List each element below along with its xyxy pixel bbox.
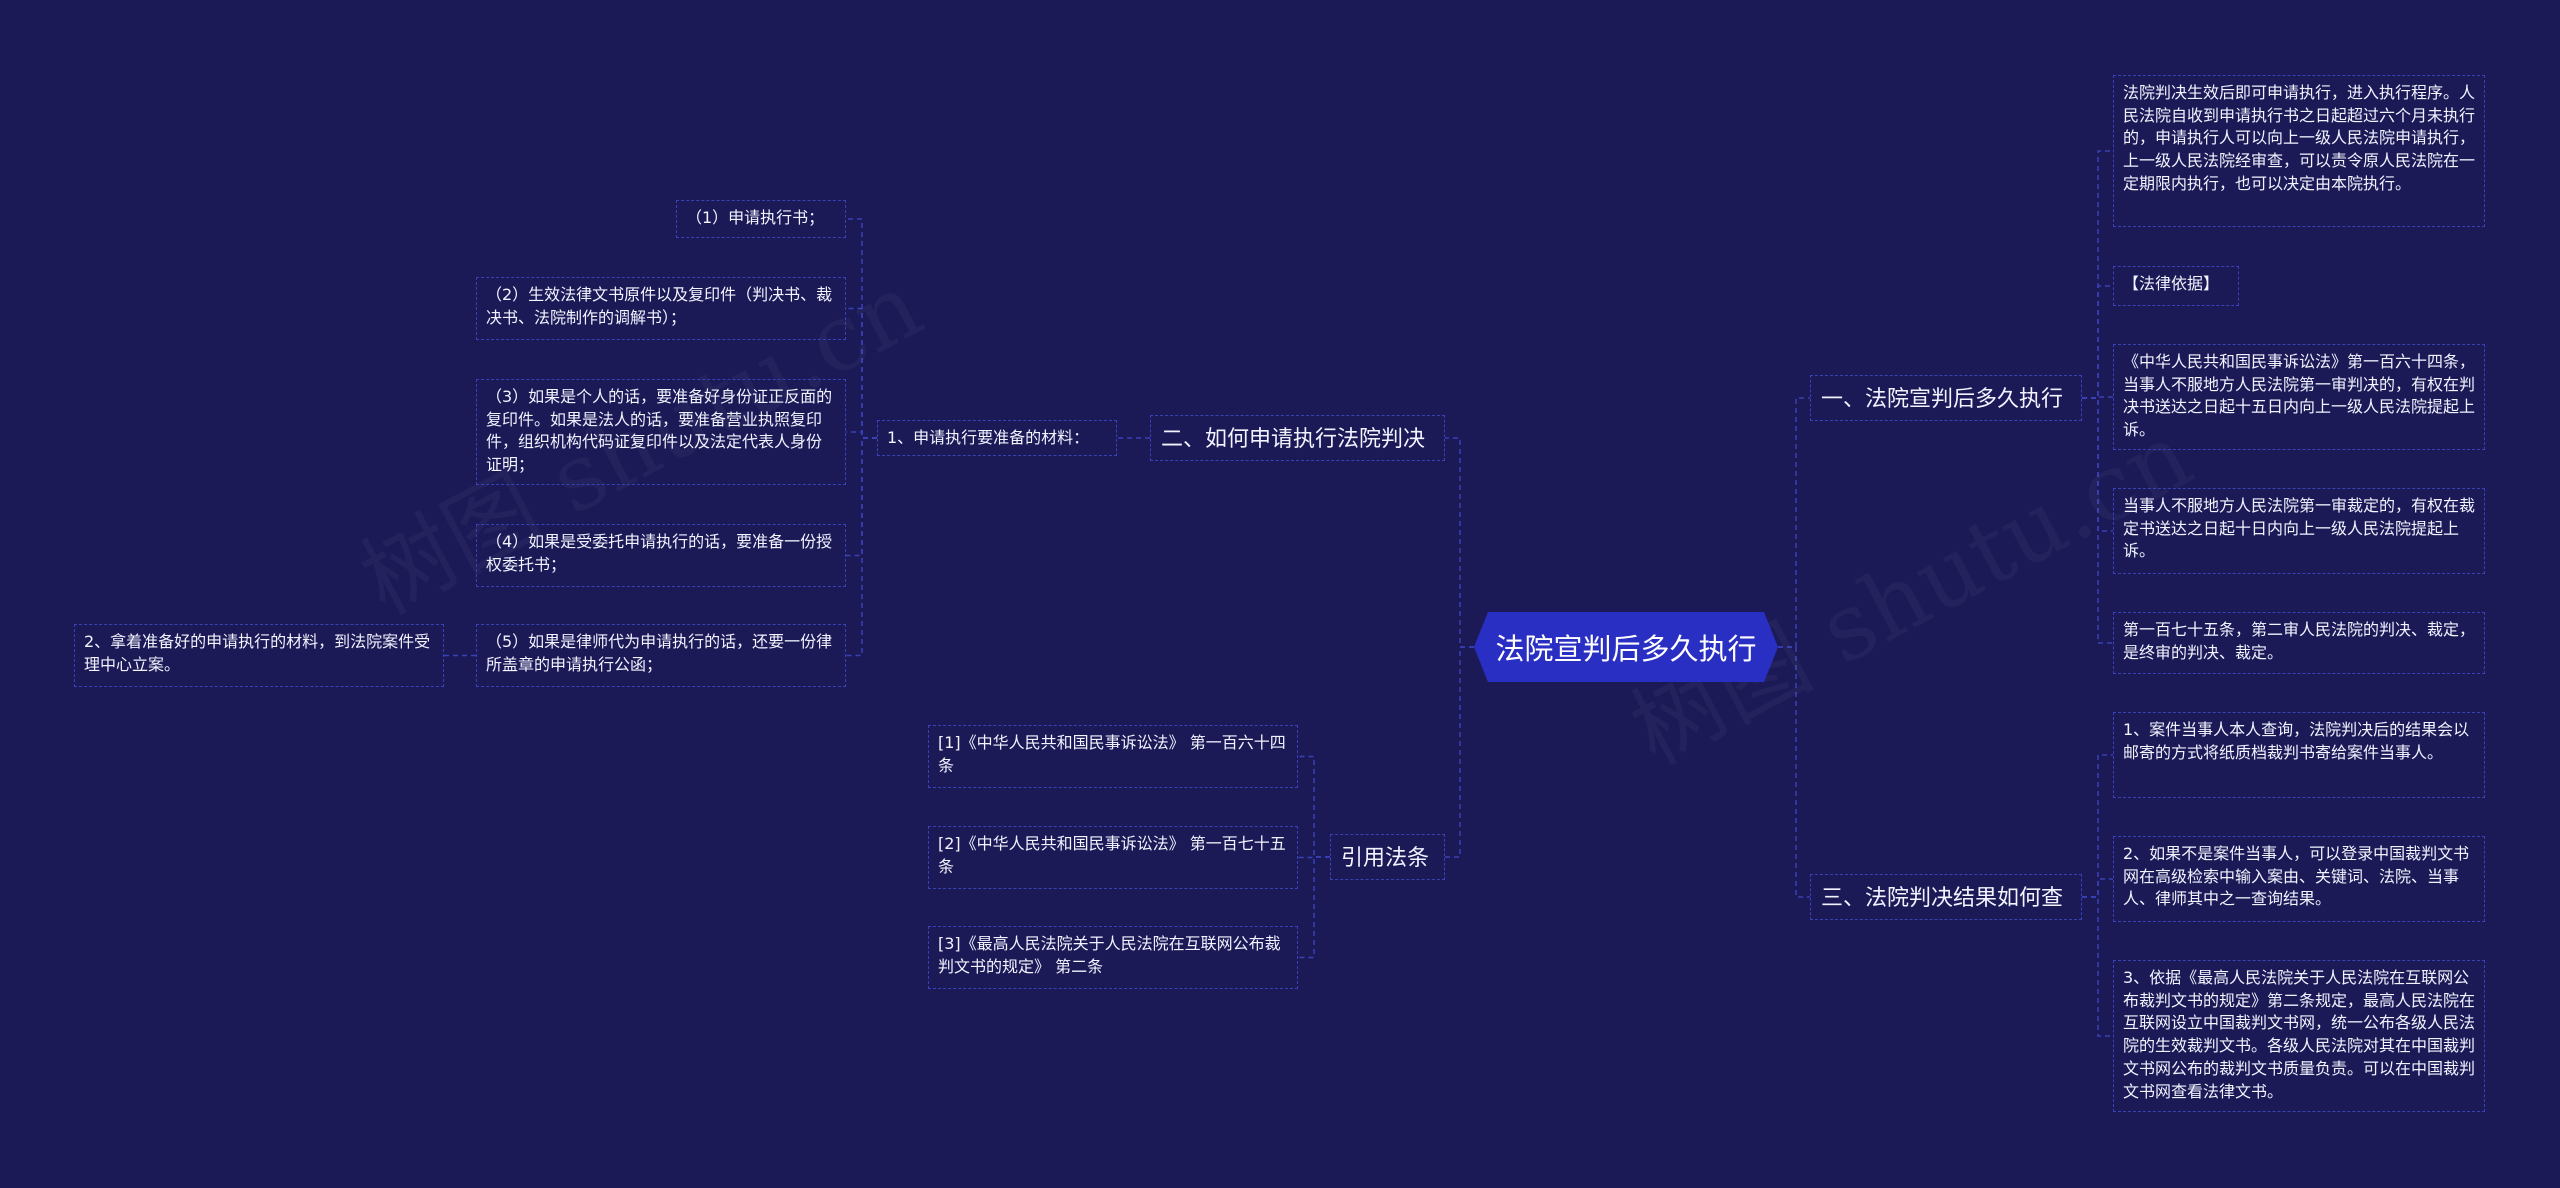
- connector-b1-3: [2082, 397, 2113, 532]
- connector-b4-1: [1298, 856, 1330, 859]
- leaf-node-material-1[interactable]: （1）申请执行书；: [676, 200, 846, 238]
- branch-node-execution-time[interactable]: 一、法院宣判后多久执行: [1810, 375, 2082, 421]
- connector-b2-sub-4: [846, 437, 877, 657]
- connector-b1-4: [2082, 397, 2113, 644]
- connector-root-left-0: [1445, 437, 1474, 648]
- sub-node-materials[interactable]: 1、申请执行要准备的材料：: [877, 420, 1117, 456]
- connector-b2-sub-2: [846, 431, 877, 439]
- leaf-node-material-4[interactable]: （4）如果是受委托申请执行的话，要准备一份授权委托书；: [476, 524, 846, 587]
- connector-b2-sub-3: [846, 437, 877, 557]
- connector-b2-sub-0: [846, 218, 877, 439]
- connector-b3-2: [2082, 896, 2113, 1037]
- connector-b1-1: [2082, 285, 2113, 399]
- connector-b4-0: [1298, 755, 1330, 858]
- connector-b4-2: [1298, 856, 1330, 959]
- connector-b1-0: [2082, 150, 2113, 399]
- branch-node-query-result[interactable]: 三、法院判决结果如何查: [1810, 874, 2082, 920]
- branch-node-how-to-apply[interactable]: 二、如何申请执行法院判决: [1150, 415, 1445, 461]
- leaf-node-law-3[interactable]: [3]《最高人民法院关于人民法院在互联网公布裁判文书的规定》 第二条: [928, 926, 1298, 989]
- leaf-node-b1-5[interactable]: 第一百七十五条，第二审人民法院的判决、裁定，是终审的判决、裁定。: [2113, 612, 2485, 674]
- leaf-node-law-2[interactable]: [2]《中华人民共和国民事诉讼法》 第一百七十五条: [928, 826, 1298, 889]
- leaf-node-b1-3[interactable]: 《中华人民共和国民事诉讼法》第一百六十四条，当事人不服地方人民法院第一审判决的，…: [2113, 344, 2485, 450]
- connector-root-left-1: [1445, 646, 1474, 858]
- leaf-node-b1-2[interactable]: 【法律依据】: [2113, 266, 2239, 306]
- leaf-node-material-3[interactable]: （3）如果是个人的话，要准备好身份证正反面的复印件。如果是法人的话，要准备营业执…: [476, 379, 846, 485]
- leaf-node-b3-3[interactable]: 3、依据《最高人民法院关于人民法院在互联网公布裁判文书的规定》第二条规定，最高人…: [2113, 960, 2485, 1112]
- leaf-node-b1-4[interactable]: 当事人不服地方人民法院第一审裁定的，有权在裁定书送达之日起十日内向上一级人民法院…: [2113, 488, 2485, 574]
- leaf-node-material-5[interactable]: （5）如果是律师代为申请执行的话，还要一份律所盖章的申请执行公函；: [476, 624, 846, 687]
- connector-b3-0: [2082, 754, 2113, 898]
- connector-b2-sub-1: [846, 307, 877, 439]
- leaf-node-material-2[interactable]: （2）生效法律文书原件以及复印件（判决书、裁决书、法院制作的调解书）；: [476, 277, 846, 340]
- branch-node-cited-laws[interactable]: 引用法条: [1330, 834, 1445, 880]
- leaf-node-b1-1[interactable]: 法院判决生效后即可申请执行，进入执行程序。人民法院自收到申请执行书之日起超过六个…: [2113, 75, 2485, 227]
- connector-root-right-1: [1778, 646, 1810, 898]
- leaf-node-b3-2[interactable]: 2、如果不是案件当事人，可以登录中国裁判文书网在高级检索中输入案由、关键词、法院…: [2113, 836, 2485, 922]
- root-node[interactable]: 法院宣判后多久执行: [1474, 612, 1778, 682]
- leaf-node-b3-1[interactable]: 1、案件当事人本人查询，法院判决后的结果会以邮寄的方式将纸质档裁判书寄给案件当事…: [2113, 712, 2485, 798]
- connector-root-right-0: [1778, 397, 1810, 648]
- leaf-node-file-case[interactable]: 2、拿着准备好的申请执行的材料，到法院案件受理中心立案。: [74, 624, 444, 687]
- connector-b1-2: [2082, 396, 2113, 399]
- leaf-node-law-1[interactable]: [1]《中华人民共和国民事诉讼法》 第一百六十四条: [928, 725, 1298, 788]
- connector-b3-1: [2082, 878, 2113, 898]
